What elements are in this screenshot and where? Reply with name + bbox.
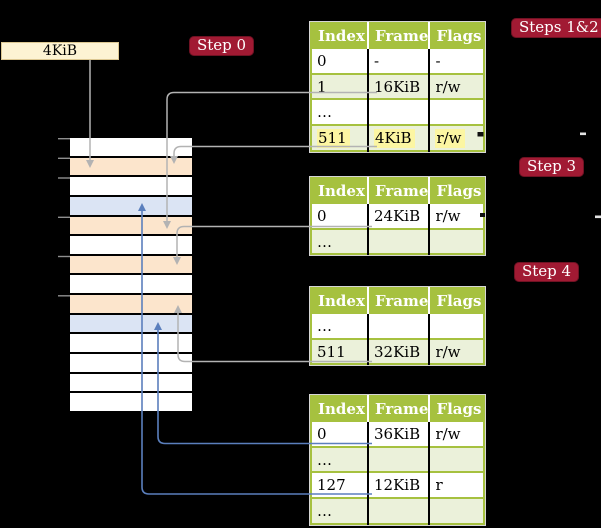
pt1-r0-flags: - xyxy=(429,47,485,74)
pt4-r3-frame xyxy=(368,497,431,524)
frame-size-legend: 4KiB xyxy=(1,42,119,60)
steps-1-2-badge: Steps 1&2 xyxy=(511,18,601,38)
frame-size-label: 4KiB xyxy=(42,43,78,59)
memory-frame-orange xyxy=(70,255,192,274)
pt1-r0-index: 0 xyxy=(311,47,369,74)
pt2-header-frame: Frame xyxy=(368,178,431,203)
pt1-header-frame: Frame xyxy=(368,23,431,48)
step3-label: Step 3 xyxy=(527,157,577,175)
memory-tick-marks xyxy=(58,137,70,297)
pt3-r1-flags: r/w xyxy=(429,337,485,365)
pt4-r2-index: 127 xyxy=(311,471,369,499)
memory-frame-blue xyxy=(70,196,192,215)
step0-label: Step 0 xyxy=(197,36,247,54)
page-table-4: Index Frame Flags 0 36KiB r/w … 127 12Ki… xyxy=(308,394,487,526)
table-row: 1 16KiB r/w xyxy=(311,72,485,100)
pt1-r3-frame: 4KiB xyxy=(368,124,431,151)
pt2-r1-flags xyxy=(429,227,485,255)
pt1-r3-index: 511 xyxy=(311,124,369,151)
pt4-r3-index: … xyxy=(311,497,369,524)
memory-frame-white xyxy=(70,393,192,411)
pt3-r0-index: … xyxy=(311,312,369,339)
pt1-r2-frame xyxy=(368,98,431,126)
pt2-r0-frame: 24KiB xyxy=(368,202,431,229)
table-row: … xyxy=(311,445,485,473)
pt2-r1-index: … xyxy=(311,227,369,255)
pt2-r0-flags: r/w xyxy=(429,202,485,229)
memory-frame-white xyxy=(70,177,192,195)
memory-frame-white xyxy=(70,275,192,294)
pt4-r2-flags: r xyxy=(429,471,485,499)
pt4-header-index: Index xyxy=(311,396,369,421)
memory-frame-white xyxy=(70,373,192,392)
highlighted-value: 511 xyxy=(317,128,350,148)
pt4-r0-frame: 36KiB xyxy=(368,420,431,447)
pt4-header-flags: Flags xyxy=(429,396,485,421)
table-row: 0 24KiB r/w xyxy=(311,202,485,229)
pt3-r1-index: 511 xyxy=(311,337,369,365)
physical-memory-column xyxy=(70,138,192,411)
pt3-r0-flags xyxy=(429,312,485,339)
pt1-header-index: Index xyxy=(311,23,369,48)
pt4-r0-index: 0 xyxy=(311,420,369,447)
highlighted-value: 4KiB xyxy=(374,128,415,148)
memory-frame-orange xyxy=(70,295,192,313)
pt4-header-frame: Frame xyxy=(368,396,431,421)
pt4-r2-frame: 12KiB xyxy=(368,471,431,499)
steps-1-2-label: Steps 1&2 xyxy=(519,18,599,36)
memory-frame-blue xyxy=(70,314,192,333)
table-row: … xyxy=(311,497,485,524)
step3-badge: Step 3 xyxy=(519,157,585,177)
pt4-r1-index: … xyxy=(311,445,369,473)
page-table-2: Index Frame Flags 0 24KiB r/w … xyxy=(308,175,487,257)
pt1-r0-frame: - xyxy=(368,47,431,74)
pt4-r1-flags xyxy=(429,445,485,473)
page-table-1: Index Frame Flags 0 - - 1 16KiB r/w … 51… xyxy=(308,21,487,153)
table-row: 511 32KiB r/w xyxy=(311,337,485,365)
memory-frame-white xyxy=(70,138,192,156)
pt4-r3-flags xyxy=(429,497,485,524)
pt1-r3-flags: r/w xyxy=(429,124,485,151)
pt2-header-flags: Flags xyxy=(429,178,485,203)
memory-frame-white xyxy=(70,354,192,372)
pt3-header-flags: Flags xyxy=(429,288,485,313)
pt1-r1-frame: 16KiB xyxy=(368,72,431,100)
table-row: … xyxy=(311,227,485,255)
table-row-highlighted: 511 4KiB r/w xyxy=(311,124,485,151)
pt4-r0-flags: r/w xyxy=(429,420,485,447)
page-table-3: Index Frame Flags … 511 32KiB r/w xyxy=(308,285,487,367)
pt3-header-frame: Frame xyxy=(368,288,431,313)
pt1-r2-flags xyxy=(429,98,485,126)
table-row: 127 12KiB r xyxy=(311,471,485,499)
table-row: … xyxy=(311,98,485,126)
pt2-r0-index: 0 xyxy=(311,202,369,229)
pt2-header-index: Index xyxy=(311,178,369,203)
memory-frame-white xyxy=(70,334,192,353)
memory-frame-orange xyxy=(70,157,192,176)
pt4-r1-frame xyxy=(368,445,431,473)
pt3-header-index: Index xyxy=(311,288,369,313)
pt1-r2-index: … xyxy=(311,98,369,126)
step4-badge: Step 4 xyxy=(514,262,580,282)
pt3-r1-frame: 32KiB xyxy=(368,337,431,365)
table-row: … xyxy=(311,312,485,339)
pt1-header-flags: Flags xyxy=(429,23,485,48)
table-row: 0 36KiB r/w xyxy=(311,420,485,447)
pt3-r0-frame xyxy=(368,312,431,339)
step4-label: Step 4 xyxy=(522,262,572,280)
pt2-r1-frame xyxy=(368,227,431,255)
table-row: 0 - - xyxy=(311,47,485,74)
pt1-r1-flags: r/w xyxy=(429,72,485,100)
memory-frame-white xyxy=(70,236,192,254)
highlighted-value: r/w xyxy=(435,128,465,148)
step0-badge: Step 0 xyxy=(189,36,255,56)
pt1-r1-index: 1 xyxy=(311,72,369,100)
memory-frame-orange xyxy=(70,216,192,235)
